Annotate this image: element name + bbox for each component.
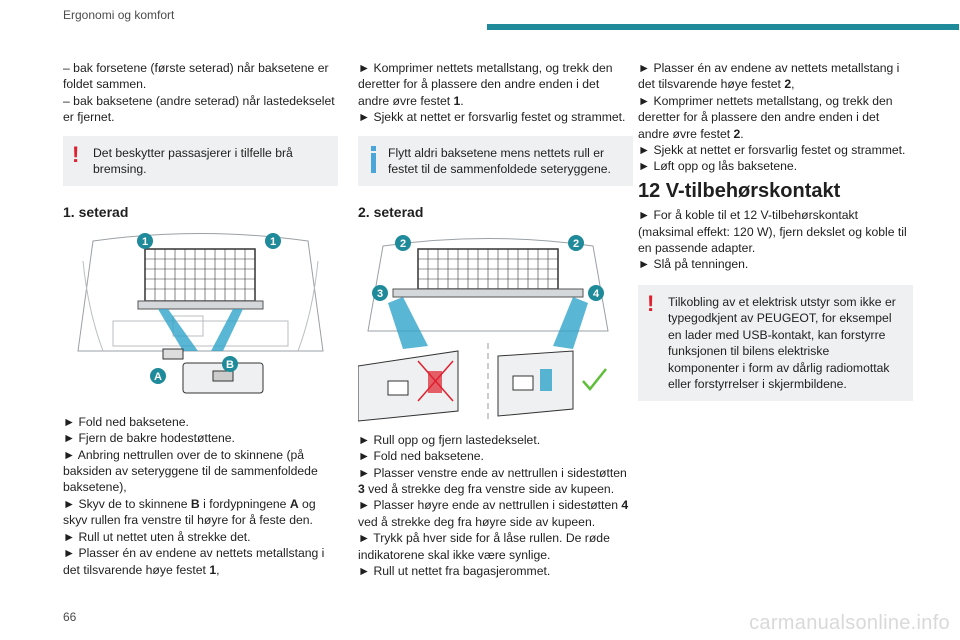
info-text: Flytt aldri baksetene mens nettets rull … — [388, 145, 611, 177]
section-heading-row-2: 2. seterad — [358, 204, 424, 221]
paragraph: ► Rull opp og fjern lastedekselet. — [358, 432, 541, 447]
paragraph: ► Løft opp og lås baksetene. — [638, 159, 798, 174]
callout-label: B — [226, 359, 234, 371]
info-callout: Flytt aldri baksetene mens nettets rull … — [358, 135, 633, 187]
paragraph: ► Sjekk at nettet er forsvarlig festet o… — [358, 110, 626, 125]
paragraph: ► Anbring nettrullen over de to skinnene… — [63, 447, 318, 495]
column-2: ► Komprimer nettets metallstang, og trek… — [358, 60, 633, 580]
paragraph: ► Sjekk at nettet er forsvarlig festet o… — [638, 143, 906, 158]
callout-label: 2 — [400, 238, 406, 250]
paragraph: ► For å koble til et 12 V-tilbehørskonta… — [638, 208, 907, 256]
watermark: carmanualsonline.info — [749, 612, 950, 634]
paragraph: ► Slå på tenningen. — [638, 257, 749, 272]
warning-callout: ! Tilkobling av et elektrisk utstyr som … — [638, 284, 913, 402]
paragraph: – bak baksetene (andre seterad) når last… — [63, 93, 335, 125]
steps-list: ► Fold ned baksetene. ► Fjern de bakre ho… — [63, 414, 338, 578]
callout-label: A — [154, 371, 162, 383]
figure-row-1: 1 1 A B — [63, 230, 338, 406]
paragraph: – bak forsetene (første seterad) når bak… — [63, 61, 329, 92]
intro-list: – bak forsetene (første seterad) når bak… — [63, 60, 338, 126]
paragraph: ► Skyv de to skinnene B i fordypningene … — [63, 496, 316, 528]
steps-list: ► Rull opp og fjern lastedekselet. ► Fold… — [358, 432, 633, 580]
page-header-bar — [487, 24, 959, 30]
section-heading-12v: 12 V-tilbehørskontakt — [638, 179, 841, 202]
paragraph: ► Plasser én av endene av nettets metall… — [638, 61, 900, 92]
paragraph: ► Komprimer nettets metallstang, og trek… — [358, 61, 613, 108]
warning-icon: ! — [72, 141, 80, 167]
callout-label: 1 — [142, 236, 148, 248]
info-icon — [367, 145, 379, 173]
page-header-title: Ergonomi og komfort — [63, 8, 175, 22]
paragraph: ► Fold ned baksetene. — [358, 449, 484, 464]
paragraph: ► Rull ut nettet uten å strekke det. — [63, 529, 251, 544]
column-1: – bak forsetene (første seterad) når bak… — [63, 60, 338, 578]
callout-label: 3 — [377, 288, 383, 300]
warning-icon: ! — [647, 290, 655, 316]
paragraph: ► Fold ned baksetene. — [63, 414, 189, 429]
callout-label: 4 — [593, 288, 600, 300]
page-number: 66 — [63, 610, 77, 624]
paragraph: ► Plasser høyre ende av nettrullen i sid… — [358, 498, 629, 529]
intro-list: ► Plasser én av endene av nettets metall… — [638, 60, 913, 175]
callout-label: 1 — [270, 236, 276, 248]
paragraph: ► Trykk på hver side for å låse rullen. … — [358, 531, 610, 562]
paragraph: ► Rull ut nettet fra bagasjerommet. — [358, 564, 551, 579]
paragraph: ► Plasser én av endene av nettets metall… — [63, 546, 325, 577]
section-heading-row-1: 1. seterad — [63, 204, 129, 221]
warning-text: Tilkobling av et elektrisk utstyr som ik… — [668, 294, 896, 391]
warning-callout: ! Det beskytter passasjerer i tilfelle b… — [63, 135, 338, 187]
figure-row-2: 2 2 3 4 — [358, 230, 633, 426]
intro-list: ► Komprimer nettets metallstang, og trek… — [358, 60, 633, 126]
warning-text: Det beskytter passasjerer i tilfelle brå… — [93, 145, 293, 177]
paragraph: ► Plasser venstre ende av nettrullen i s… — [358, 465, 627, 497]
paragraph: ► Fjern de bakre hodestøttene. — [63, 431, 235, 446]
callout-label: 2 — [573, 238, 579, 250]
paragraph: ► Komprimer nettets metallstang, og trek… — [638, 93, 893, 141]
column-3: ► Plasser én av endene av nettets metall… — [638, 60, 913, 413]
steps-list: ► For å koble til et 12 V-tilbehørskonta… — [638, 207, 913, 273]
